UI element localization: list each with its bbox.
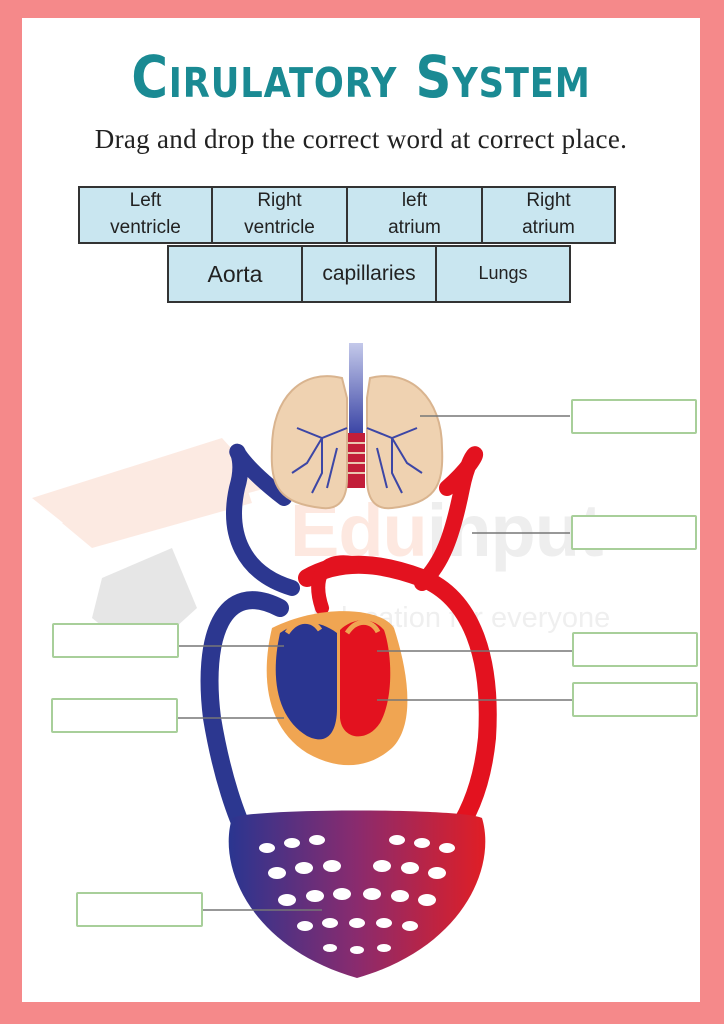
vena-cava (200, 591, 289, 847)
drop-zone-right-ventricle[interactable] (51, 698, 178, 733)
trachea (347, 343, 365, 488)
tile-label: Aorta (207, 260, 263, 287)
drop-zone-left-ventricle[interactable] (572, 682, 698, 717)
pulmonary-artery (226, 443, 300, 596)
circulatory-diagram (32, 343, 572, 978)
drop-zone-right-atrium[interactable] (52, 623, 179, 658)
aortic-arch (311, 555, 359, 615)
tile-label-line2: ventricle (110, 217, 181, 238)
word-tile-left-atrium[interactable]: left atrium (346, 186, 483, 244)
word-tile-lungs[interactable]: Lungs (435, 245, 571, 303)
tile-label-line1: Right (526, 190, 571, 212)
tile-label: Lungs (478, 263, 528, 284)
word-tile-left-ventricle[interactable]: Left ventricle (78, 186, 213, 244)
word-tile-right-ventricle[interactable]: Right ventricle (211, 186, 348, 244)
drop-zone-pulmonary[interactable] (571, 515, 697, 550)
pulmonary-vein (414, 446, 484, 591)
heart (266, 611, 408, 766)
instruction-text: Drag and drop the correct word at correc… (94, 124, 628, 154)
word-tile-capillaries[interactable]: capillaries (301, 245, 437, 303)
aorta-vessel (298, 555, 497, 847)
drop-zone-left-atrium[interactable] (572, 632, 698, 667)
word-tile-right-atrium[interactable]: Right atrium (481, 186, 616, 244)
worksheet: Cirulatory System Drag and drop the corr… (22, 18, 700, 1002)
tile-label-line2: atrium (522, 217, 575, 238)
drop-zone-capillaries[interactable] (76, 892, 203, 927)
leader-lines (177, 415, 572, 911)
worksheet-title: Cirulatory System (131, 43, 591, 111)
tile-label-line1: Right (257, 190, 302, 212)
tile-label-line2: atrium (388, 217, 441, 238)
word-tile-aorta[interactable]: Aorta (167, 245, 303, 303)
drop-zone-lungs[interactable] (571, 399, 697, 434)
tile-label: capillaries (322, 262, 416, 286)
tile-label-line1: left (401, 190, 428, 212)
tile-label-line1: Left (129, 190, 162, 212)
tile-label-line2: ventricle (244, 217, 315, 238)
lungs (270, 375, 444, 510)
capillary-bed (228, 810, 486, 978)
